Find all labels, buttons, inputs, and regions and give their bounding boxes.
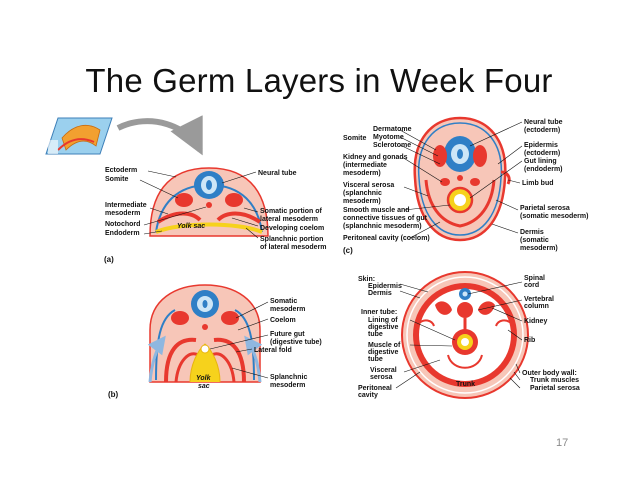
- label-lateral-fold: Lateral fold: [254, 347, 292, 354]
- label-epidermis-c: Epidermis: [524, 142, 558, 149]
- embryo-3d-icon: [45, 117, 113, 155]
- label-connective-tissues: connective tissues of gut: [343, 215, 428, 222]
- label-digestive: digestive: [368, 324, 398, 331]
- curved-gray-arrow: [116, 115, 203, 156]
- label-visceral-serosa: Visceral serosa: [343, 182, 394, 189]
- label-peritoneal-cavity-coelom: Peritoneal cavity (coelom): [343, 235, 430, 242]
- label-spinal: Spinal: [524, 275, 545, 282]
- panel-a: Ectoderm Somite Intermediate mesoderm No…: [45, 115, 327, 264]
- label-ectoderm: Ectoderm: [105, 167, 137, 174]
- label-somite: Somite: [105, 176, 128, 183]
- label-yolk-sac-a: Yolk sac: [177, 223, 205, 230]
- panel-letter-a: (a): [104, 255, 114, 264]
- label-outer-body-wall: Outer body wall:: [522, 370, 577, 377]
- label-neural-tube-c: Neural tube: [524, 119, 563, 126]
- label-digestive-2: digestive: [368, 349, 398, 356]
- label-limb-bud: Limb bud: [522, 180, 554, 187]
- label-trunk: Trunk: [456, 381, 475, 388]
- label-inner-tube: Inner tube:: [361, 309, 397, 316]
- label-somatic: Somatic: [270, 298, 297, 305]
- label-cord: cord: [524, 282, 539, 289]
- label-visceral-d: Visceral: [370, 367, 397, 374]
- label-lining-of: Lining of: [368, 317, 398, 324]
- label-mesoderm-c2: mesoderm): [343, 198, 381, 205]
- label-coelom: Coelom: [270, 317, 296, 324]
- label-intermediate: Intermediate: [105, 202, 147, 209]
- label-lateral-mesoderm: lateral mesoderm: [260, 216, 318, 223]
- label-somatic-c: (somatic: [520, 237, 549, 244]
- label-kidney-gonads: Kidney and gonads: [343, 154, 408, 161]
- label-myotome: Myotome: [373, 134, 404, 141]
- label-splanchnic: Splanchnic: [270, 374, 307, 381]
- label-ectoderm-c: (ectoderm): [524, 127, 560, 134]
- label-vertebral: Vertebral: [524, 296, 554, 303]
- panel-a-section: [149, 167, 269, 237]
- label-mesoderm-c3: mesoderm): [520, 245, 558, 252]
- label-trunk-muscles: Trunk muscles: [530, 377, 579, 384]
- label-skin: Skin:: [358, 276, 375, 283]
- slide-title: The Germ Layers in Week Four: [85, 62, 553, 99]
- label-smooth-muscle: Smooth muscle and: [343, 207, 410, 214]
- panel-letter-b: (b): [108, 390, 119, 399]
- label-peritoneal: Peritoneal: [358, 385, 392, 392]
- panel-b: Somatic mesoderm Coelom Future gut (dige…: [108, 284, 322, 399]
- label-digestive-tube: (digestive tube): [270, 339, 322, 346]
- label-dermis-c: Dermis: [520, 229, 544, 236]
- label-tube: tube: [368, 331, 383, 338]
- label-gut-lining: Gut lining: [524, 158, 557, 165]
- label-mesoderm-c: mesoderm): [343, 170, 381, 177]
- label-somatic-portion: Somatic portion of: [260, 208, 323, 215]
- label-parietal-serosa: Parietal serosa: [520, 205, 570, 212]
- label-endoderm-c: (endoderm): [524, 166, 563, 173]
- page-number: 17: [556, 437, 569, 449]
- label-parietal-serosa-d: Parietal serosa: [530, 385, 580, 392]
- panel-letter-c: (c): [343, 246, 353, 255]
- label-notochord: Notochord: [105, 221, 140, 228]
- label-column: column: [524, 303, 549, 310]
- label-tube-2: tube: [368, 356, 383, 363]
- panel-c: Somite Dermatome Myotome Sclerotome Kidn…: [343, 116, 588, 255]
- label-sac: sac: [198, 383, 210, 390]
- label-dermis-d: Dermis: [368, 290, 392, 297]
- label-of-lateral-mesoderm: of lateral mesoderm: [260, 244, 327, 251]
- label-serosa-d: serosa: [370, 374, 393, 381]
- label-somite-c: Somite: [343, 135, 366, 142]
- label-neural-tube: Neural tube: [258, 170, 297, 177]
- label-somatic-mesoderm: mesoderm: [270, 306, 305, 313]
- label-splanchnic-portion: Splanchnic portion: [260, 236, 323, 243]
- label-yolk: Yolk: [196, 375, 212, 382]
- label-splanchnic-c: (splanchnic: [343, 190, 382, 197]
- label-intermediate-mesoderm: mesoderm: [105, 210, 140, 217]
- label-kidney-d: Kidney: [524, 318, 547, 325]
- label-ectoderm-c2: (ectoderm): [524, 150, 560, 157]
- label-epidermis-d: Epidermis: [368, 283, 402, 290]
- panel-d: Skin: Epidermis Dermis Inner tube: Linin…: [358, 271, 580, 399]
- label-somatic-mesoderm-c: (somatic mesoderm): [520, 213, 588, 220]
- label-muscle-of: Muscle of: [368, 342, 401, 349]
- label-developing-coelom: Developing coelom: [260, 225, 324, 232]
- label-endoderm: Endoderm: [105, 230, 140, 237]
- label-splanchnic-mesoderm-c: (splanchnic mesoderm): [343, 223, 422, 230]
- label-sclerotome: Sclerotome: [373, 142, 411, 149]
- label-dermatome: Dermatome: [373, 126, 412, 133]
- label-rib: Rib: [524, 337, 535, 344]
- label-future-gut: Future gut: [270, 331, 305, 338]
- label-intermediate-c: (intermediate: [343, 162, 387, 169]
- label-splanchnic-mesoderm: mesoderm: [270, 382, 305, 389]
- label-cavity: cavity: [358, 392, 378, 399]
